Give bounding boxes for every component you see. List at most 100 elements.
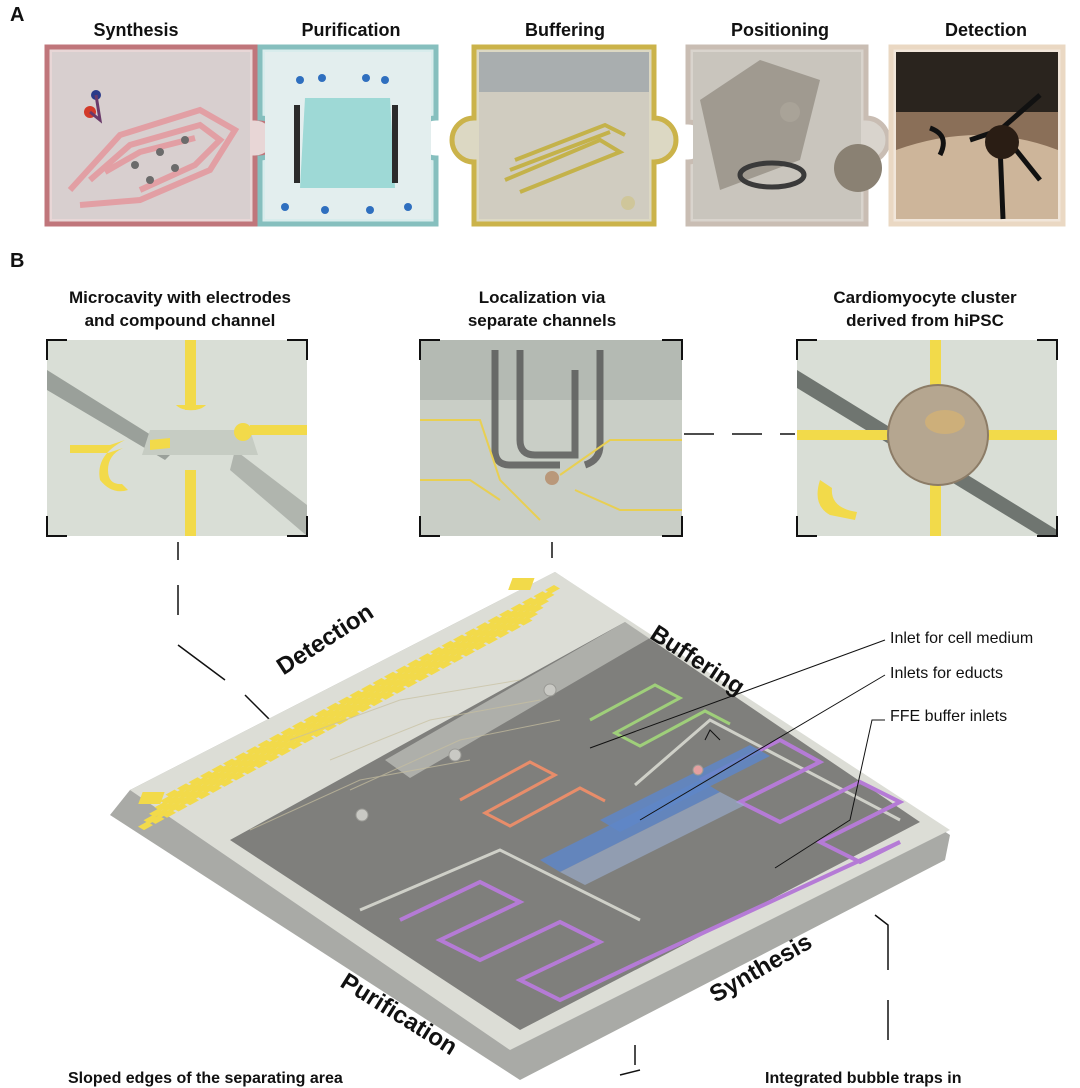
- electrode-pad: [454, 647, 469, 657]
- electrode-pad: [396, 678, 412, 688]
- panel-b-label: B: [10, 250, 25, 272]
- electrode-pad: [189, 783, 204, 793]
- electrode-pad: [241, 759, 256, 768]
- electrode-pad: [310, 728, 326, 738]
- electrode-pad: [281, 734, 296, 743]
- electrode-pad: [264, 753, 280, 762]
- electrode-pad: [298, 721, 313, 731]
- buffering-meander: [589, 683, 731, 748]
- electrode-pad: [160, 802, 176, 812]
- electrode-pad: [252, 753, 268, 762]
- electrode-pad: [304, 721, 319, 731]
- electrode-pad: [373, 691, 389, 700]
- electrode-pad: [349, 690, 365, 699]
- electrode-pad: [321, 709, 336, 718]
- electrode-pad: [269, 733, 284, 743]
- electrode-pad: [299, 734, 314, 744]
- purification-photo: [257, 44, 439, 227]
- electrode-pad: [195, 784, 210, 793]
- electrode-pad: [533, 591, 549, 600]
- inset-title-localization: Localization via separate channels: [467, 288, 617, 330]
- electrode-pad: [362, 697, 377, 706]
- electrode-pad: [396, 672, 411, 681]
- electrode-pad: [418, 653, 434, 662]
- electrode-pad: [539, 591, 555, 600]
- electrode-pad: [511, 616, 527, 626]
- electrode-pad: [338, 703, 354, 712]
- electrode-pad: [149, 815, 165, 824]
- electrode-pad: [183, 783, 198, 793]
- electrode-pad: [246, 752, 262, 762]
- electrode-pad: [487, 616, 503, 625]
- electrode-pad: [293, 734, 308, 744]
- electrode-pad: [270, 747, 285, 756]
- electrode-pad: [494, 629, 510, 638]
- electrode-pad: [321, 715, 337, 725]
- electrode-pad: [442, 647, 457, 656]
- panel-a-puzzle-strip: [44, 44, 1066, 227]
- buffering-photo: [449, 44, 679, 227]
- electrode-pad: [436, 647, 451, 656]
- electrode-pad: [384, 671, 399, 681]
- callout-ffe-buffer-inlets: FFE buffer inlets: [890, 708, 1008, 725]
- electrode-pad: [459, 634, 474, 644]
- electrode-pad: [505, 610, 520, 619]
- microcavity-inset: [46, 339, 308, 537]
- electrode-pad: [356, 703, 372, 713]
- electrode-pad: [155, 809, 170, 818]
- callout-cell-medium-inlet: Inlet for cell medium: [890, 630, 1034, 647]
- electrode-pad: [223, 758, 238, 768]
- electrode-pad: [194, 777, 210, 786]
- electrode-pad: [447, 641, 463, 650]
- electrode-pad: [448, 647, 463, 657]
- electrode-pad: [344, 703, 360, 712]
- electrode-pad: [241, 765, 257, 775]
- electrode-pad: [292, 721, 307, 730]
- electrode-pad: [143, 815, 159, 824]
- electrode-pad: [534, 597, 549, 607]
- electrode-pad: [201, 784, 216, 793]
- electrode-pad: [442, 654, 458, 663]
- electrode-pad: [315, 709, 330, 718]
- electrode-pad: [372, 678, 388, 687]
- electrode-pad: [188, 777, 204, 786]
- electrode-pad: [453, 634, 468, 644]
- electrode-pad: [350, 703, 366, 713]
- electrode-pad: [292, 728, 308, 737]
- electrode-pad: [528, 604, 544, 613]
- electrode-pad: [207, 784, 222, 793]
- electrode-pad: [166, 796, 181, 805]
- electrode-pad: [235, 759, 250, 768]
- electrode-pad: [281, 740, 297, 750]
- step-title-purification: Purification: [301, 20, 401, 40]
- electrode-pad: [275, 740, 291, 750]
- electrode-pad: [424, 653, 440, 662]
- detection-photo: [888, 44, 1066, 227]
- step-title-positioning: Positioning: [731, 20, 829, 40]
- electrode-pad: [465, 641, 481, 651]
- electrode-pad: [482, 622, 497, 631]
- electrode-pad: [316, 722, 331, 731]
- electrode-pad: [333, 709, 348, 719]
- electrode-pad: [373, 684, 388, 694]
- inset-title-cardiomyocyte: Cardiomyocyte cluster derived from hiPSC: [833, 288, 1017, 330]
- inset-title-microcavity: Microcavity with electrodes and compound…: [68, 288, 292, 330]
- electrode-pad: [212, 771, 227, 780]
- electrode-pad: [189, 790, 205, 799]
- electrode-pad: [441, 640, 457, 650]
- electrode-pad: [448, 654, 464, 663]
- electrode-pad: [419, 659, 434, 669]
- electrode-pad: [494, 622, 509, 632]
- synthesis-photo: [44, 44, 278, 227]
- electrode-pad: [488, 622, 503, 632]
- electrode-pad: [217, 765, 233, 774]
- step-title-buffering: Buffering: [525, 20, 605, 40]
- panel-a-label: A: [10, 4, 25, 26]
- electrode-pad: [339, 709, 354, 719]
- electrode-pad: [315, 715, 331, 725]
- caption-sloped-edges: Sloped edges of the separating area: [68, 1070, 343, 1087]
- electrode-pad: [355, 690, 371, 700]
- electrode-pad: [309, 715, 325, 724]
- electrode-pad: [476, 622, 491, 631]
- electrode-pad: [367, 684, 382, 693]
